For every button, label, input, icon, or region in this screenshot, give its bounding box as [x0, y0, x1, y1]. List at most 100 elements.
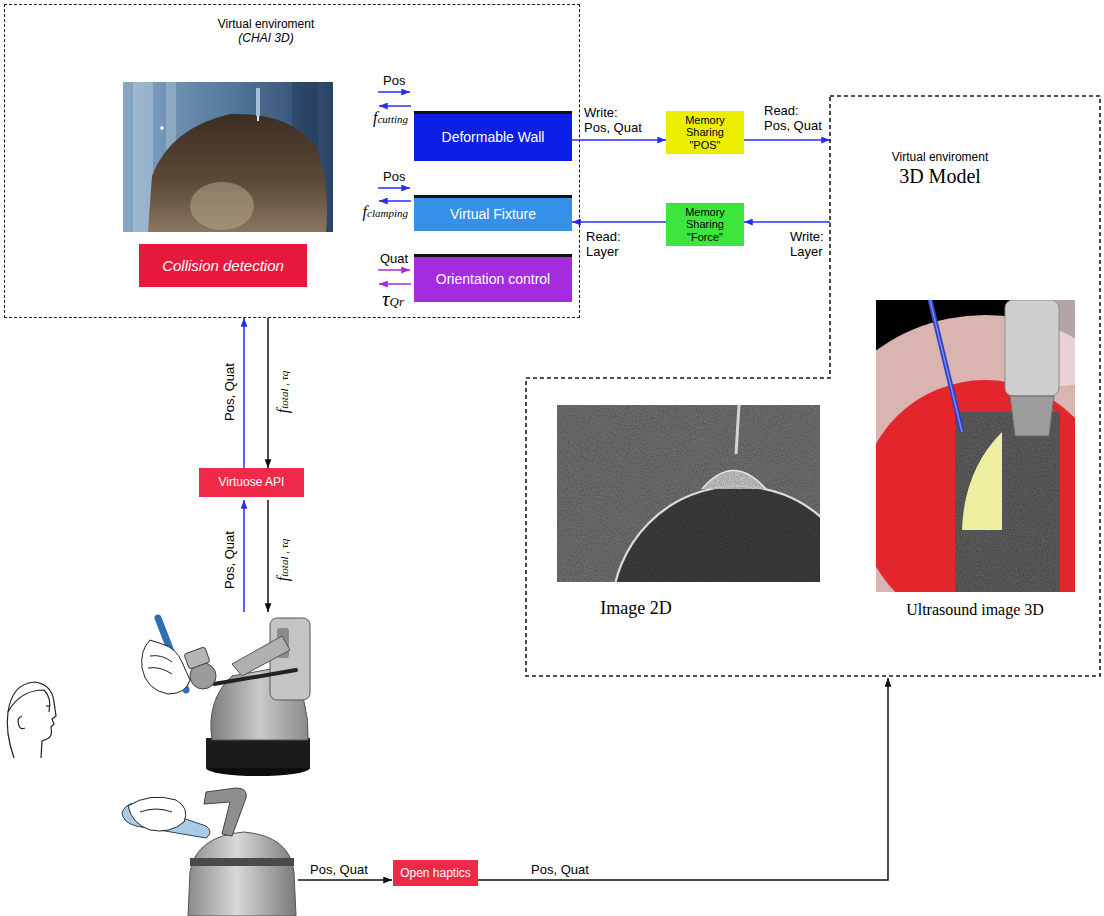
signal-arrow: [378, 269, 410, 271]
operator-head: [18, 716, 25, 729]
edge-label: Write: Pos, Quat: [584, 106, 645, 136]
virtuose-haptic-device: [206, 738, 310, 768]
edge-label: Pos, Quat: [531, 863, 589, 878]
virtuose-haptic-device: [142, 618, 310, 776]
memory-box: Memory Sharing "Force": [666, 203, 744, 246]
process-box: Virtual Fixture: [414, 195, 572, 231]
ultrasound-3d-render: [876, 380, 1075, 592]
signal-arrow: [378, 91, 410, 93]
edge-label: Pos, Quat: [223, 363, 238, 421]
api-box: Virtuose API: [199, 468, 304, 497]
node-text: Open haptics: [400, 866, 471, 880]
torque-label: τQr: [382, 287, 404, 311]
region-title: 3D Model: [860, 164, 1020, 188]
ultrasound-3d-render: [955, 412, 1060, 592]
virtuose-haptic-device: [184, 647, 210, 670]
chai3d-screenshot: [257, 116, 259, 121]
touch-haptic-device: [188, 832, 296, 916]
chai3d-screenshot: [160, 126, 164, 130]
touch-haptic-device: [122, 788, 296, 916]
touch-haptic-device: [204, 788, 246, 836]
node-text: Deformable Wall: [442, 129, 545, 146]
connector-arrow: [572, 221, 666, 223]
touch-haptic-device: [190, 858, 294, 866]
edge-label: Read: Pos, Quat: [764, 104, 825, 134]
chai3d-screenshot: [256, 88, 260, 116]
node-text: Collision detection: [162, 257, 284, 275]
connector-arrow: [267, 318, 269, 468]
operator-head: [8, 690, 50, 712]
connector-arrow: [744, 139, 830, 141]
connector-arrow: [744, 221, 830, 223]
ultrasound-3d-render: [876, 300, 1075, 592]
signal-label: Pos: [383, 170, 405, 185]
region-outline: [525, 95, 1104, 678]
chai3d-screenshot: [148, 114, 327, 232]
operator-head: [7, 682, 56, 758]
region-outline: [526, 96, 1100, 676]
environment-region: Virtual enviroment(CHAI 3D) Collision det…: [4, 4, 580, 318]
signal-arrow: [243, 500, 245, 612]
process-box: Collision detection: [139, 244, 307, 287]
ultrasound-3d-render: [1005, 300, 1059, 396]
signal-arrow: [267, 500, 269, 612]
process-box: Deformable Wall: [414, 111, 572, 161]
region-heading: Virtual enviroment3D Model: [860, 150, 1020, 188]
ultrasound-2d-image: [612, 405, 820, 582]
region-title: (CHAI 3D): [166, 31, 366, 45]
node-text: Virtuose API: [219, 475, 285, 489]
region-title: Virtual enviroment: [166, 17, 366, 31]
image-caption: Image 2D: [600, 598, 671, 619]
signal-arrow: [379, 283, 411, 285]
force-label: fclamping: [363, 203, 408, 221]
force-label: fcutting: [373, 109, 408, 127]
ultrasound-3d-render: [800, 270, 1104, 685]
touch-haptic-device: [140, 809, 172, 812]
chai3d-screenshot: [123, 82, 333, 232]
connector-arrow: [478, 678, 888, 880]
chai3d-screenshot: [123, 82, 333, 232]
connector-arrow: [572, 139, 666, 141]
node-text: Virtual Fixture: [450, 206, 536, 223]
signal-arrow: [379, 105, 411, 107]
touch-haptic-device: [128, 797, 186, 831]
ultrasound-2d-image: [612, 486, 820, 582]
ultrasound-3d-render: [962, 432, 1002, 530]
virtuose-haptic-device: [148, 656, 172, 674]
node-text: Memory Sharing "Force": [671, 206, 739, 242]
signal-label: Pos: [383, 74, 405, 89]
ultrasound-2d-image: [702, 471, 766, 490]
process-box: Orientation control: [414, 254, 572, 302]
chai3d-screenshot: [190, 182, 254, 230]
memory-box: Memory Sharing "POS": [666, 111, 744, 154]
environment-region: Virtual enviroment3D Model: [525, 95, 1104, 678]
region-heading: Virtual enviroment(CHAI 3D): [166, 17, 366, 46]
edge-label: Read: Layer: [586, 230, 647, 260]
ultrasound-3d-render: [930, 300, 962, 432]
virtuose-haptic-device: [214, 670, 296, 684]
signal-arrow: [379, 200, 411, 202]
node-text: Orientation control: [436, 271, 550, 288]
signal-label: Quat: [380, 252, 408, 267]
virtuose-haptic-device: [270, 618, 310, 700]
image-caption: Ultrasound image 3D: [906, 601, 1044, 619]
force-label: ftotal , τq: [274, 539, 292, 581]
ultrasound-2d-image: [557, 405, 864, 738]
signal-label: Pos, Quat: [223, 531, 238, 589]
ultrasound-3d-render: [1010, 396, 1054, 436]
ultrasound-3d-render: [955, 412, 1060, 592]
api-box: Open haptics: [393, 860, 478, 886]
operator-head: [7, 682, 56, 758]
virtuose-haptic-device: [142, 640, 190, 694]
virtuose-haptic-device: [232, 636, 290, 676]
signal-arrow: [378, 187, 410, 189]
ultrasound-2d-image: [736, 405, 739, 454]
operator-head: [46, 705, 50, 706]
region-title: Virtual enviroment: [860, 150, 1020, 164]
signal-label: Pos, Quat: [310, 863, 368, 878]
edge-label: Write: Layer: [790, 230, 851, 260]
ultrasound-3d-render: [930, 300, 962, 432]
ultrasound-2d-image: [702, 471, 766, 490]
